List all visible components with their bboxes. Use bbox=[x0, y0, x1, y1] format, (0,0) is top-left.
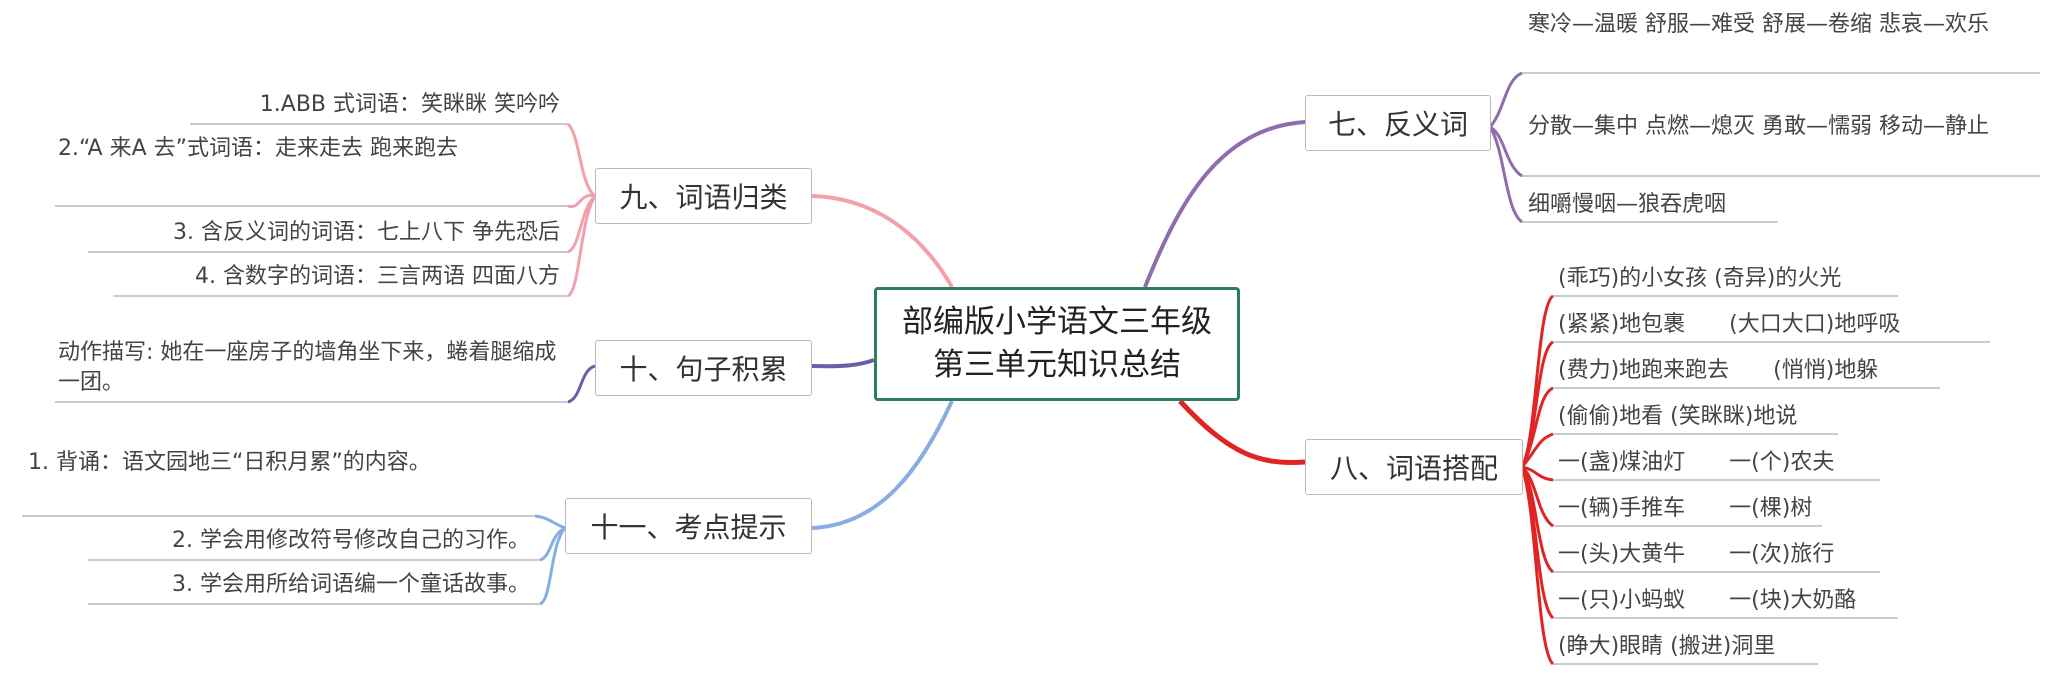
classify-item-1[interactable]: 1.ABB 式词语：笑眯眯 笑吟吟 bbox=[259, 92, 560, 117]
link-exam bbox=[811, 400, 954, 530]
antonym-item-1[interactable]: 寒冷—温暖 舒服—难受 舒展—卷缩 悲哀—欢乐 bbox=[1528, 12, 1989, 37]
root-title-line1: 部编版小学语文三年级 bbox=[902, 304, 1212, 340]
collocation-item-6[interactable]: 一(辆)手推车 一(棵)树 bbox=[1558, 496, 1813, 521]
root-title-line2: 第三单元知识总结 bbox=[933, 347, 1181, 383]
classify-item-2[interactable]: 2.“A 来A 去”式词语：走来走去 跑来跑去 bbox=[58, 136, 459, 161]
collocation-item-9[interactable]: (睁大)眼睛 (搬进)洞里 bbox=[1558, 634, 1776, 659]
antonym-item-2[interactable]: 分散—集中 点燃—熄灭 勇敢—懦弱 移动—静止 bbox=[1528, 114, 1989, 139]
exam-item-2[interactable]: 2. 学会用修改符号修改自己的习作。 bbox=[172, 528, 530, 553]
exam-item-3[interactable]: 3. 学会用所给词语编一个童话故事。 bbox=[172, 572, 530, 597]
topic-sentence[interactable]: 十、句子积累 bbox=[595, 340, 812, 396]
link-classify bbox=[811, 194, 954, 288]
link-collocation bbox=[1178, 399, 1306, 465]
topic-classify[interactable]: 九、词语归类 bbox=[595, 168, 812, 224]
collocation-item-5[interactable]: 一(盏)煤油灯 一(个)农夫 bbox=[1558, 450, 1835, 475]
topic-exam[interactable]: 十一、考点提示 bbox=[565, 498, 812, 554]
exam-item-1[interactable]: 1. 背诵：语文园地三“日积月累”的内容。 bbox=[28, 450, 431, 475]
antonym-item-3[interactable]: 细嚼慢咽—狼吞虎咽 bbox=[1528, 192, 1727, 217]
topic-collocation[interactable]: 八、词语搭配 bbox=[1305, 439, 1523, 495]
collocation-item-1[interactable]: (乖巧)的小女孩 (奇异)的火光 bbox=[1558, 266, 1842, 291]
topic-antonym[interactable]: 七、反义词 bbox=[1305, 95, 1491, 151]
sentence-item-1[interactable]: 动作描写: 她在一座房子的墙角坐下来，蜷着腿缩成一团。 bbox=[58, 340, 557, 395]
collocation-item-4[interactable]: (偷偷)地看 (笑眯眯)地说 bbox=[1558, 404, 1798, 429]
link-sentence bbox=[811, 358, 875, 369]
classify-item-3[interactable]: 3. 含反义词的词语：七上八下 争先恐后 bbox=[173, 220, 560, 245]
collocation-item-8[interactable]: 一(只)小蚂蚁 一(块)大奶酪 bbox=[1558, 588, 1857, 613]
collocation-item-3[interactable]: (费力)地跑来跑去 (悄悄)地躲 bbox=[1558, 358, 1879, 383]
classify-item-4[interactable]: 4. 含数字的词语：三言两语 四面八方 bbox=[195, 264, 560, 289]
collocation-item-7[interactable]: 一(头)大黄牛 一(次)旅行 bbox=[1558, 542, 1835, 567]
root-topic[interactable]: 部编版小学语文三年级 第三单元知识总结 bbox=[874, 287, 1240, 401]
collocation-item-2[interactable]: (紧紧)地包裹 (大口大口)地呼吸 bbox=[1558, 312, 1901, 337]
link-antonym bbox=[1143, 120, 1306, 288]
